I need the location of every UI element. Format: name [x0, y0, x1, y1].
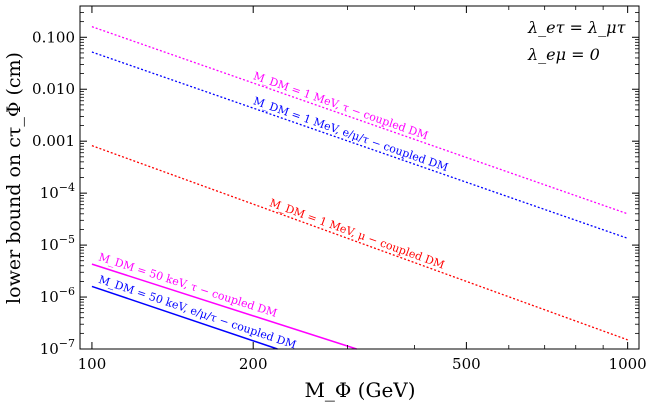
- series-group: [91, 26, 628, 350]
- series-line: [91, 263, 357, 350]
- series-line: [91, 51, 628, 239]
- y-tick-label: 10−6: [40, 285, 75, 306]
- x-tick-label: 1000: [609, 355, 647, 373]
- series-line: [91, 285, 278, 350]
- series-line: [91, 26, 628, 215]
- x-tick-label: 500: [452, 355, 481, 373]
- annotation-lambda-emu: λ_eμ = 0: [527, 45, 600, 64]
- series-label: M_DM = 1 MeV, μ − coupled DM: [268, 196, 447, 271]
- y-tick-label: 0.001: [32, 132, 75, 150]
- y-tick-label: 10−5: [40, 233, 75, 254]
- y-axis-title: lower bound on cτ_Φ (cm): [3, 52, 25, 304]
- y-tick-label: 0.010: [32, 80, 75, 98]
- y-tick-label: 0.100: [32, 28, 75, 46]
- series-labels: M_DM = 1 MeV, τ − coupled DMM_DM = 1 MeV…: [97, 69, 450, 351]
- x-axis-title: M_Φ (GeV): [304, 378, 415, 402]
- axis-ticks: 100 200 500 1000 10−7 10−6 10−5 10−4 0.001 0.010 0…: [32, 5, 647, 373]
- series-line: [91, 145, 628, 341]
- x-tick-label: 100: [78, 355, 107, 373]
- y-tick-label: 10−4: [40, 181, 75, 202]
- x-tick-label: 200: [239, 355, 268, 373]
- y-tick-label: 10−7: [40, 337, 75, 358]
- annotation-lambda-etau: λ_eτ = λ_μτ: [527, 18, 627, 37]
